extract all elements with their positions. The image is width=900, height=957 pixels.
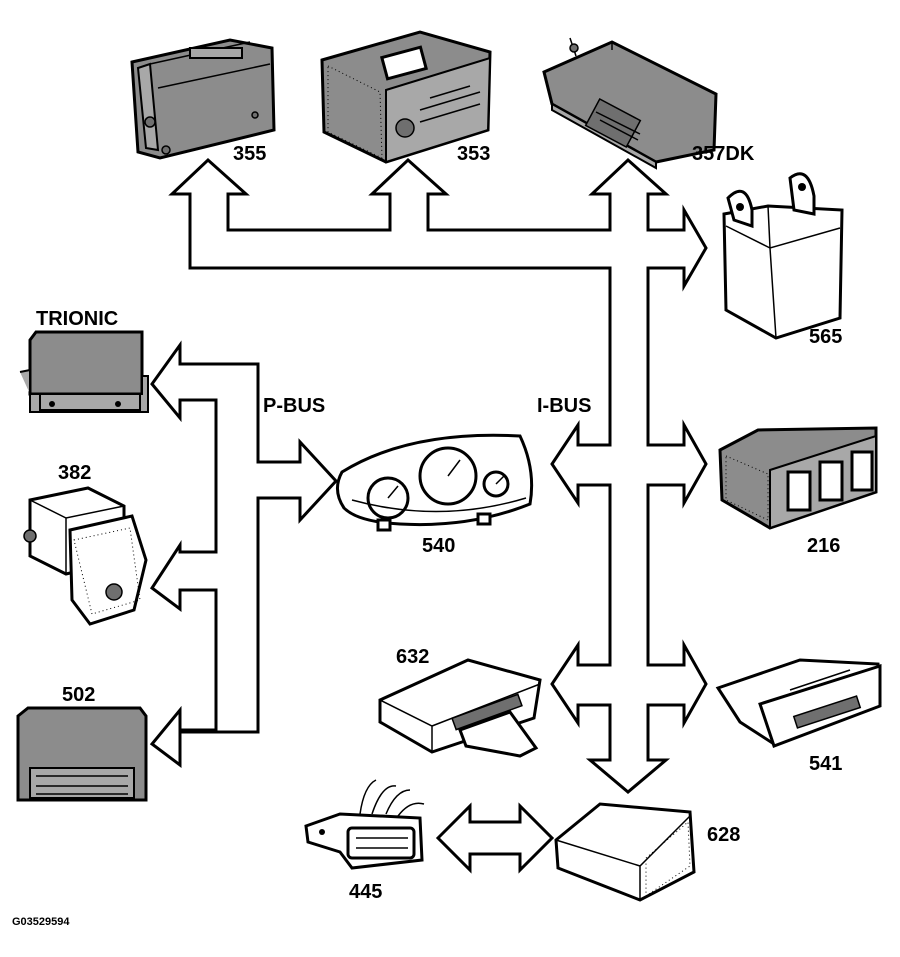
module-216-illustration xyxy=(718,426,878,530)
figure-code: G03529594 xyxy=(12,916,70,928)
pbus-arrow xyxy=(149,340,339,768)
ibus-top-arrow xyxy=(168,157,708,794)
label-216: 216 xyxy=(807,535,840,557)
module-565-illustration xyxy=(722,172,844,340)
label-565: 565 xyxy=(809,326,842,348)
label-632: 632 xyxy=(396,646,429,668)
bus-arrows xyxy=(149,157,708,874)
module-357dk-illustration xyxy=(542,37,718,170)
module-502-illustration xyxy=(16,706,148,802)
label-540: 540 xyxy=(422,535,455,557)
module-382-illustration xyxy=(23,486,148,626)
label-357dk: 357DK xyxy=(692,143,755,165)
module-355-illustration xyxy=(130,38,276,160)
module-632-illustration xyxy=(378,658,542,758)
label-541: 541 xyxy=(809,753,842,775)
label-353: 353 xyxy=(457,143,490,165)
label-502: 502 xyxy=(62,684,95,706)
label-445: 445 xyxy=(349,881,382,903)
module-540-illustration xyxy=(336,433,534,532)
module-628-illustration xyxy=(554,802,696,902)
module-trionic-illustration xyxy=(19,330,149,413)
module-541-illustration xyxy=(715,658,882,748)
label-355: 355 xyxy=(233,143,266,165)
diag-link-arrow xyxy=(435,802,555,874)
label-628: 628 xyxy=(707,824,740,846)
label-trionic: TRIONIC xyxy=(36,308,118,330)
i-bus-label: I-BUS xyxy=(537,395,591,417)
module-445-illustration xyxy=(304,779,425,870)
label-382: 382 xyxy=(58,462,91,484)
p-bus-label: P-BUS xyxy=(263,395,325,417)
module-353-illustration xyxy=(320,30,492,164)
